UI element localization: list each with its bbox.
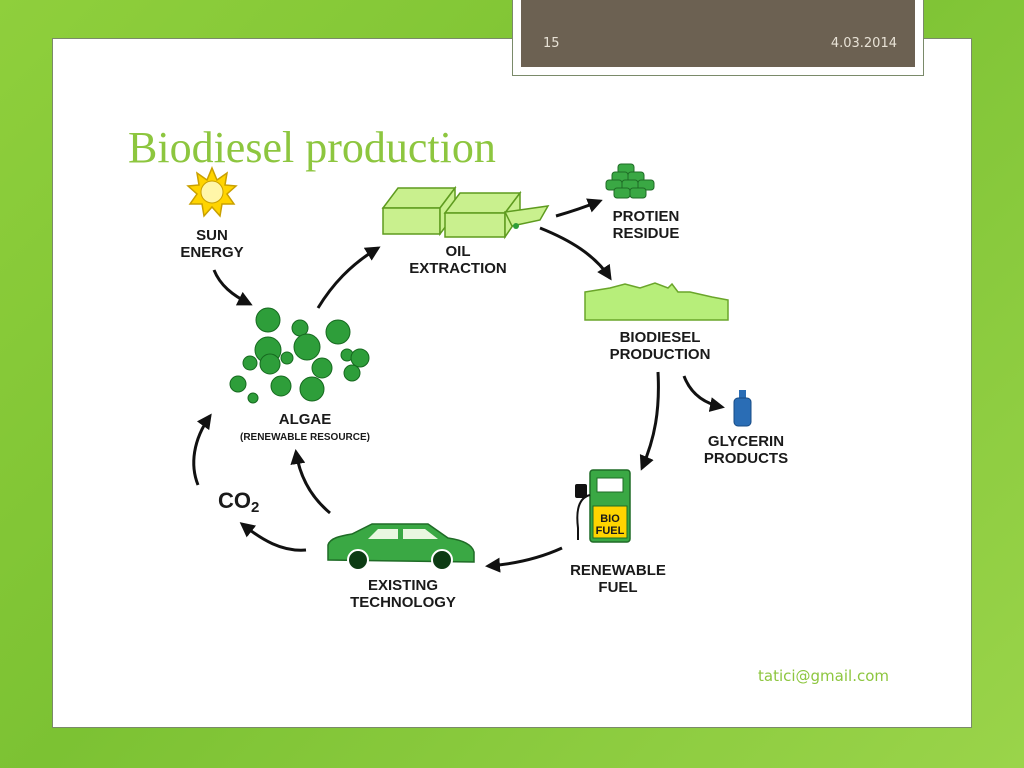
algae-label: ALGAE bbox=[279, 411, 332, 428]
arrow-algae-to-extraction bbox=[316, 246, 381, 309]
slide-number: 15 bbox=[543, 36, 560, 51]
biodiesel-production-label-2: PRODUCTION bbox=[610, 346, 711, 363]
sun-energy-label-2: ENERGY bbox=[180, 244, 243, 261]
arrow-co2-to-algae bbox=[192, 413, 212, 486]
slide-title: Biodiesel production bbox=[128, 123, 496, 172]
sun-icon bbox=[186, 166, 238, 218]
footer-email: tatici@gmail.com bbox=[758, 667, 890, 685]
slide-date: 4.03.2014 bbox=[830, 36, 897, 51]
glycerin-products-label-2: PRODUCTS bbox=[704, 450, 788, 467]
slide-frame bbox=[52, 38, 972, 728]
biodiesel-production-label-1: BIODIESEL bbox=[620, 329, 701, 346]
arrow-sun-to-algae bbox=[212, 269, 253, 306]
arrow-extraction-to-residue bbox=[555, 198, 603, 218]
glycerin-products-label-1: GLYCERIN bbox=[708, 433, 784, 450]
biodiesel-plant-icon bbox=[584, 282, 729, 321]
bio-fuel-pump-label-1: BIO bbox=[600, 513, 620, 525]
slide-header-bar: 15 4.03.2014 bbox=[521, 0, 915, 67]
protein-residue-icon bbox=[605, 163, 655, 199]
bio-fuel-pump-label-2: FUEL bbox=[596, 525, 625, 537]
oil-extraction-label-2: EXTRACTION bbox=[409, 260, 507, 277]
algae-cluster-icon bbox=[229, 307, 370, 404]
oil-extraction-icon bbox=[381, 185, 550, 240]
cycle-arrows bbox=[192, 198, 725, 573]
arrow-biodiesel-to-fuel bbox=[639, 371, 660, 471]
arrow-extraction-to-biodiesel bbox=[539, 226, 612, 281]
glycerin-bottle-icon bbox=[733, 390, 752, 427]
arrow-biodiesel-to-glycerin bbox=[682, 375, 725, 412]
co2-label: CO2 bbox=[218, 488, 259, 516]
algae-sublabel: (RENEWABLE RESOURCE) bbox=[240, 432, 370, 443]
protein-residue-label-1: PROTIEN bbox=[613, 208, 680, 225]
sun-energy-label-1: SUN bbox=[196, 227, 228, 244]
protein-residue-label-2: RESIDUE bbox=[613, 225, 680, 242]
arrow-car-to-co2 bbox=[239, 522, 307, 552]
fuel-pump-icon bbox=[575, 469, 631, 543]
oil-extraction-label-1: OIL bbox=[446, 243, 471, 260]
co2-subscript: 2 bbox=[251, 499, 259, 516]
renewable-fuel-label-1: RENEWABLE bbox=[570, 562, 666, 579]
existing-technology-label-2: TECHNOLOGY bbox=[350, 594, 456, 611]
renewable-fuel-label-2: FUEL bbox=[598, 579, 637, 596]
slide-header-tab: 15 4.03.2014 bbox=[512, 0, 924, 76]
co2-main: CO bbox=[218, 488, 251, 513]
arrow-car-to-algae bbox=[290, 449, 331, 515]
existing-technology-label-1: EXISTING bbox=[368, 577, 438, 594]
car-icon bbox=[327, 523, 475, 571]
arrow-fuel-to-car bbox=[485, 546, 563, 573]
